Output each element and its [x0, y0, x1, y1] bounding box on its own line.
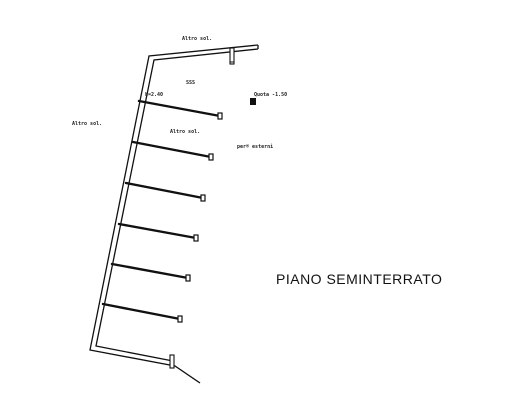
bar-4 — [117, 222, 198, 240]
bar-5 — [110, 262, 190, 280]
perimeter-walls — [89, 44, 259, 384]
label-inner-upper: SSS — [186, 80, 195, 86]
bar-3 — [124, 181, 205, 200]
label-left: Altro sol. — [72, 121, 102, 127]
bar-1 — [137, 99, 222, 118]
label-right-upper: Quota -1.50 — [254, 92, 287, 98]
label-top: Altro sol. — [182, 36, 212, 42]
label-right-middle: per® esterni — [237, 144, 273, 150]
plan-title: PIANO SEMINTERRATO — [276, 271, 442, 287]
bottom-post — [169, 354, 175, 369]
bar-6 — [101, 302, 182, 321]
outer-wall — [89, 44, 259, 384]
marker-square — [250, 98, 256, 105]
label-height-note: h=2.40 — [145, 92, 163, 98]
bars — [101, 99, 223, 323]
label-inner-middle: Altro sol. — [170, 129, 200, 135]
bar-2 — [131, 140, 213, 159]
inner-wall — [95, 48, 259, 362]
top-post — [229, 47, 235, 65]
